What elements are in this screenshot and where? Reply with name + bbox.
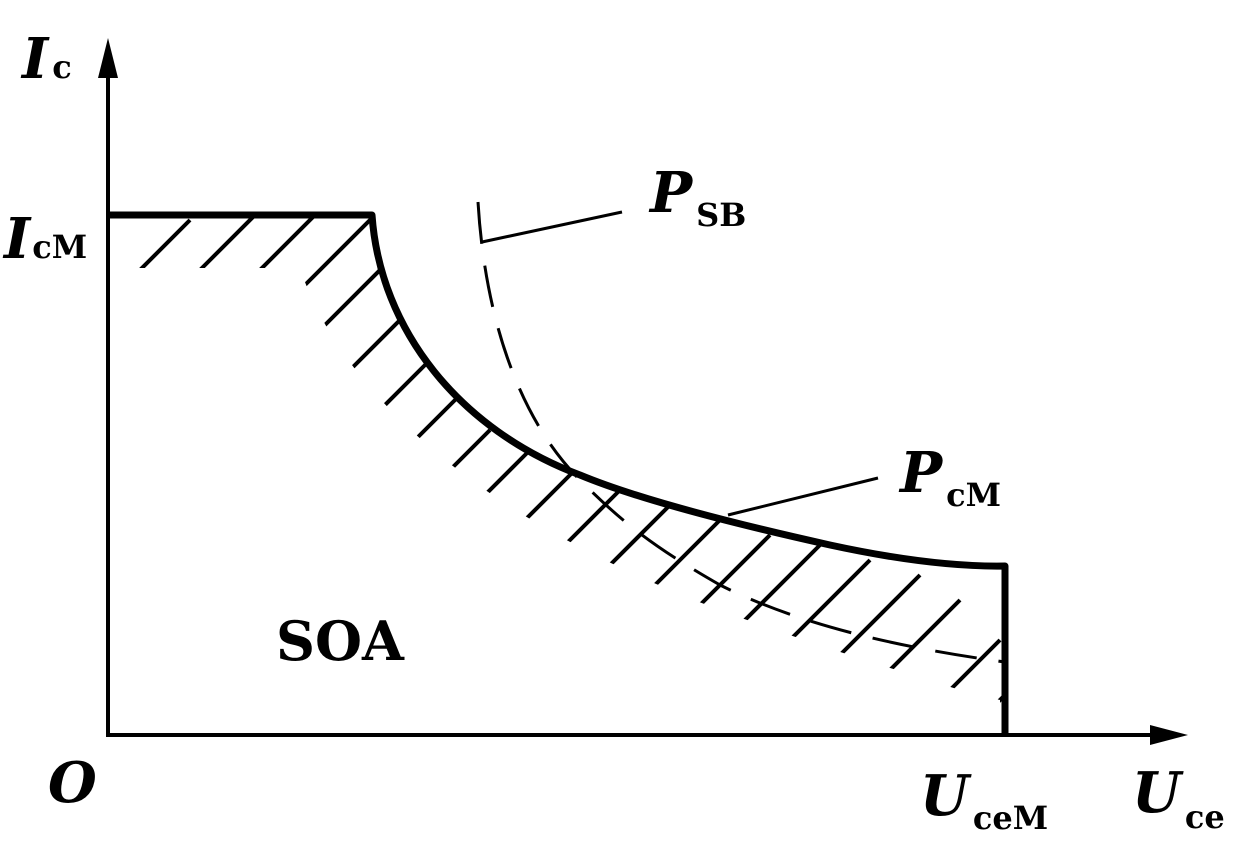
hatch-band — [110, 215, 1005, 735]
psb-curve — [476, 201, 1006, 664]
soa-boundary — [110, 211, 1009, 735]
y-axis-arrow — [98, 38, 118, 78]
psb-leader — [481, 210, 623, 244]
soa-label: SOA — [276, 609, 405, 673]
x-axis-arrow — [1150, 725, 1188, 745]
pcm-leader — [727, 476, 879, 517]
icm-label: IcM — [2, 206, 87, 272]
origin-label: O — [48, 750, 97, 816]
